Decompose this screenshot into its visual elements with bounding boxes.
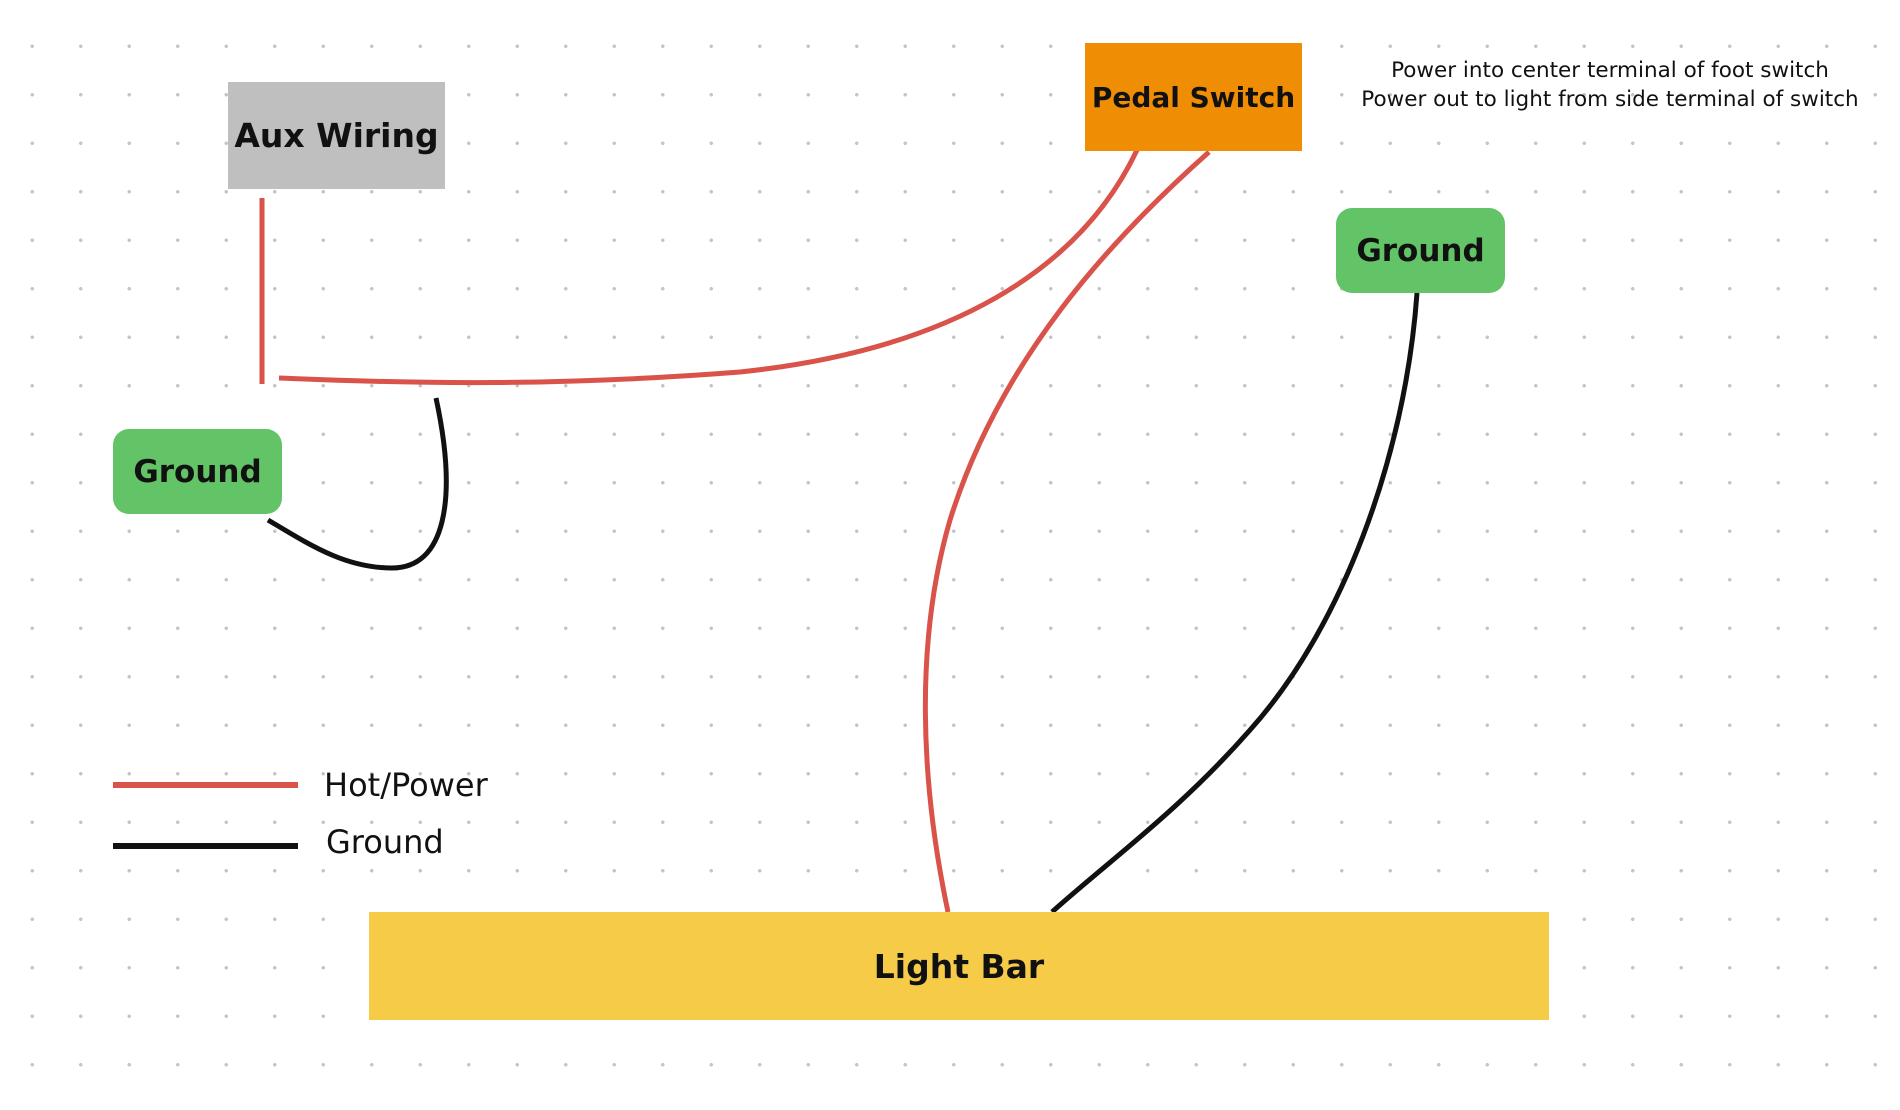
wiring-note-line-2: Power out to light from side terminal of… — [1361, 87, 1859, 112]
pedal-switch-label: Pedal Switch — [1091, 80, 1296, 114]
aux-wiring-label: Aux Wiring — [234, 116, 439, 155]
wiring-note-line-1: Power into center terminal of foot switc… — [1391, 58, 1829, 83]
light-bar-label: Light Bar — [873, 946, 1045, 986]
wire-pedal-to-lightbar — [922, 150, 1211, 913]
wire-ground-right-to-lightbar — [1050, 292, 1420, 914]
ground-left-label: Ground — [133, 453, 262, 490]
legend-hot-label: Hot/Power — [324, 766, 488, 804]
aux-wiring-node[interactable]: Aux Wiring — [228, 82, 445, 189]
wire-ground-left-to-junction — [266, 397, 449, 571]
wire-aux-to-pedal — [278, 148, 1140, 386]
ground-node-right[interactable]: Ground — [1336, 208, 1505, 293]
wiring-note: Power into center terminal of foot switc… — [1340, 56, 1880, 114]
ground-node-left[interactable]: Ground — [113, 429, 282, 514]
legend-ground-label: Ground — [326, 823, 444, 861]
ground-right-label: Ground — [1356, 232, 1485, 269]
pedal-switch-node[interactable]: Pedal Switch — [1085, 43, 1302, 151]
light-bar-node[interactable]: Light Bar — [369, 912, 1549, 1020]
